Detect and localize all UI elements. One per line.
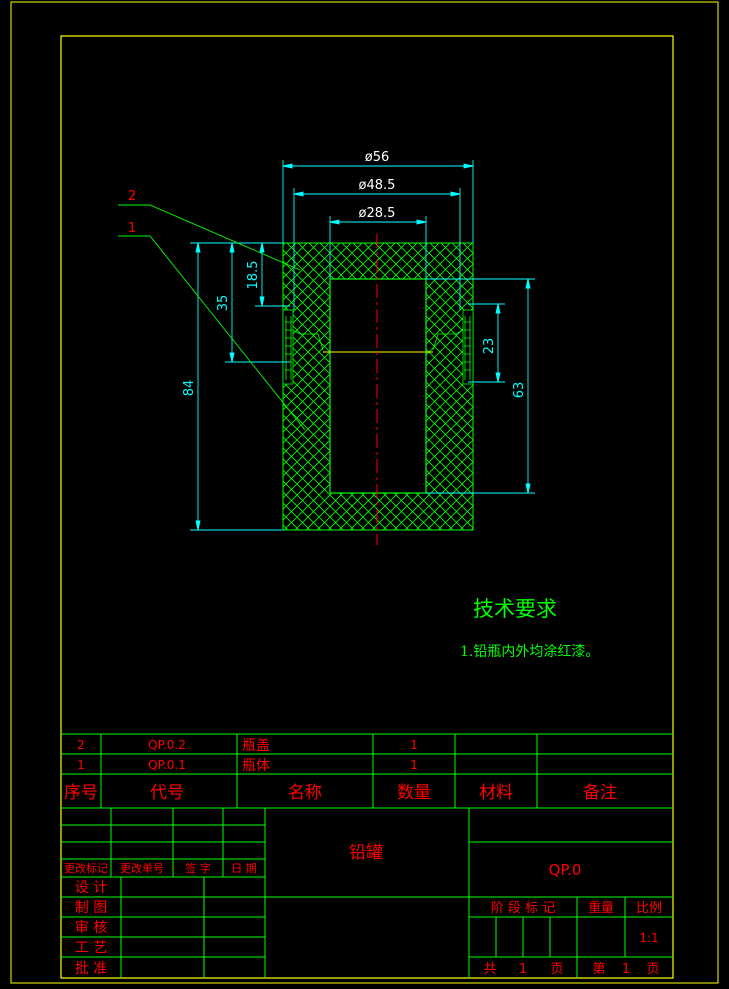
- dim-35: 35: [216, 295, 231, 312]
- weight-label: 重量: [588, 900, 614, 916]
- scale-value: 1:1: [639, 931, 658, 945]
- total-value: 1: [519, 962, 527, 977]
- leader-lines: [118, 204, 306, 431]
- dimension-lines: [190, 160, 535, 531]
- part-qty: 1: [410, 758, 418, 772]
- dim-d56: ø56: [365, 150, 390, 165]
- role-approve: 批 准: [75, 961, 107, 977]
- date-header: 日 期: [231, 862, 257, 875]
- header-material: 材料: [479, 783, 513, 803]
- role-draw: 制 图: [75, 900, 107, 916]
- sign-header: 签 字: [185, 861, 211, 875]
- part-name: 瓶盖: [242, 738, 270, 754]
- header-qty: 数量: [397, 783, 431, 803]
- outer-frame: [10, 1, 719, 984]
- scale-label: 比例: [636, 901, 662, 916]
- part-qty: 1: [410, 738, 418, 752]
- right-joint: [462, 309, 474, 385]
- header-no: 序号: [64, 783, 98, 803]
- left-joint: [282, 309, 294, 385]
- title-block-grid: [61, 808, 673, 978]
- balloon-2: 2: [128, 189, 136, 204]
- sheet-value: 1: [622, 962, 630, 977]
- part-no: 1: [77, 758, 85, 772]
- header-code: 代号: [150, 783, 184, 803]
- header-name: 名称: [288, 783, 322, 803]
- dim-63: 63: [512, 382, 527, 399]
- dim-23: 23: [482, 338, 497, 355]
- total-unit: 页: [550, 962, 563, 977]
- header-note: 备注: [583, 783, 617, 803]
- parts-list-rows: 2 QP.0.2 瓶盖 1 1 QP.0.1 瓶体 1: [77, 738, 418, 774]
- tech-req-title: 技术要求: [473, 597, 557, 621]
- part-no: 2: [77, 738, 85, 752]
- part-name: 瓶体: [242, 758, 270, 774]
- sheet-unit: 页: [646, 962, 659, 977]
- right-thread: [432, 316, 471, 380]
- dim-d48-5: ø48.5: [359, 178, 396, 193]
- dim-84: 84: [182, 380, 197, 397]
- parts-list-header: 序号 代号 名称 数量 材料 备注: [64, 783, 617, 803]
- section-view: [282, 234, 474, 545]
- role-check: 审 核: [75, 920, 107, 936]
- dim-18-5: 18.5: [246, 261, 261, 290]
- left-thread: [285, 316, 324, 380]
- stage-mark-label: 阶 段 标 记: [491, 901, 555, 916]
- drawing-title: 铅罐: [349, 843, 383, 863]
- inner-cavity: [329, 278, 427, 494]
- role-process: 工 艺: [75, 940, 107, 956]
- dim-d28-5: ø28.5: [359, 206, 396, 221]
- tech-req-item1: 1.铅瓶内外均涂红漆。: [460, 644, 599, 660]
- total-label: 共: [483, 962, 496, 977]
- rev-no-header: 更改单号: [120, 861, 164, 875]
- parts-list-grid: [61, 733, 673, 809]
- drawing-number: QP.0: [549, 861, 582, 879]
- inner-frame: [60, 35, 674, 979]
- part-code: QP.0.1: [148, 758, 186, 772]
- balloon-1: 1: [128, 221, 136, 236]
- role-design: 设 计: [75, 880, 107, 896]
- sheet-label: 第: [592, 962, 605, 977]
- rev-mark-header: 更改标记: [64, 861, 108, 875]
- part-code: QP.0.2: [148, 738, 186, 752]
